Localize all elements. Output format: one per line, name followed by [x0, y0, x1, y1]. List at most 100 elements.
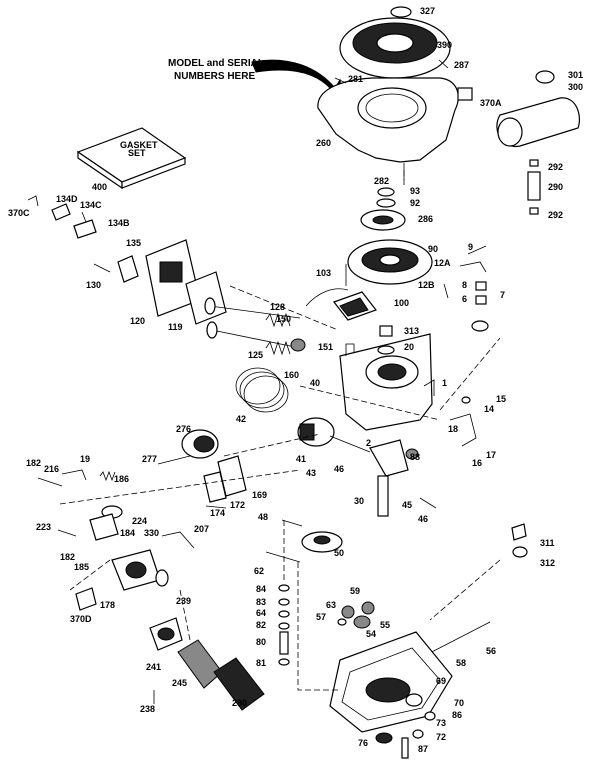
part-134D — [51, 203, 71, 221]
part-label: 90 — [428, 244, 438, 254]
part-label: 150 — [276, 314, 291, 324]
crankshaft — [369, 439, 437, 517]
part-label: 330 — [144, 528, 159, 538]
part-label: 182 — [26, 458, 41, 468]
crank-shaft-lower — [377, 475, 389, 517]
part-label: 41 — [296, 454, 306, 464]
air-cleaner-adapter — [157, 429, 247, 509]
oil-pump-group — [337, 601, 491, 664]
connecting-rod — [329, 435, 371, 453]
part-labels: 327 390 287 281 260 370A 301 300 292 290… — [8, 6, 583, 754]
part-label: 72 — [436, 732, 446, 742]
part-label: 93 — [410, 186, 420, 196]
plug-73 — [424, 711, 436, 721]
filter-cover-280 — [213, 657, 265, 711]
ignition-module — [305, 288, 377, 321]
flywheel-nut — [377, 187, 395, 197]
flywheel-washer — [376, 198, 396, 208]
part-label: 12B — [418, 280, 435, 290]
part-label: 84 — [256, 584, 266, 594]
part-label: 19 — [80, 454, 90, 464]
part-label: 88 — [410, 452, 420, 462]
bolt-87 — [401, 737, 409, 759]
washer-81 — [278, 658, 290, 666]
screw-182 — [37, 477, 63, 487]
part-label: 2 — [366, 438, 371, 448]
plug-72 — [412, 729, 424, 739]
part-label: 69 — [436, 676, 446, 686]
flywheel-assembly — [345, 187, 433, 286]
part-label: 64 — [256, 608, 266, 618]
note-line-2: NUMBERS HERE — [174, 71, 255, 82]
blower-housing — [317, 77, 473, 180]
part-134C — [81, 211, 87, 223]
part-label: 63 — [326, 600, 336, 610]
guide-piston-block — [299, 385, 441, 421]
part-label: 290 — [548, 182, 563, 192]
part-label: 83 — [256, 597, 266, 607]
crankcase-base — [329, 631, 453, 759]
model-serial-note: MODEL and SERIAL NUMBERS HERE — [168, 58, 343, 99]
part-label: 370A — [480, 98, 502, 108]
carburetor-throat — [125, 561, 147, 579]
washer-57 — [337, 618, 347, 626]
part-313 — [379, 325, 393, 337]
gasket-set-text-1: GASKET — [120, 140, 158, 150]
washer-6 — [475, 295, 487, 305]
lever-12A — [459, 261, 487, 273]
part-label: 6 — [462, 294, 467, 304]
gasket-172 — [203, 471, 227, 503]
dashed-guide-lines — [59, 170, 501, 691]
part-label: 20 — [404, 342, 414, 352]
part-label: 160 — [284, 370, 299, 380]
part-label: 185 — [74, 562, 89, 572]
crank-gear — [405, 448, 419, 460]
part-label: 134D — [56, 194, 78, 204]
retainer-151 — [290, 338, 306, 352]
part-label: 56 — [486, 646, 496, 656]
part-label: 100 — [394, 298, 409, 308]
part-label: 45 — [402, 500, 412, 510]
filter-base-hole — [157, 627, 175, 641]
bolt-46 — [419, 497, 437, 509]
muffler-end — [497, 117, 523, 147]
starter-cup-center — [372, 215, 394, 225]
primer-312 — [512, 546, 528, 558]
part-label: 7 — [500, 290, 505, 300]
part-label: 15 — [496, 394, 506, 404]
piston-ring-2 — [239, 371, 285, 409]
spring-150-upper — [265, 312, 291, 328]
bracket-370D — [75, 587, 97, 611]
adapter-276-inner — [193, 435, 215, 453]
part-label: 12A — [434, 258, 451, 268]
part-label: 241 — [146, 662, 161, 672]
part-label: 207 — [194, 524, 209, 534]
part-label: 86 — [452, 710, 462, 720]
part-label: 119 — [168, 322, 183, 332]
primer-group — [511, 523, 528, 558]
part-label: 280 — [232, 698, 247, 708]
link-12B — [443, 283, 449, 299]
part-label: 390 — [437, 40, 452, 50]
part-label: 14 — [484, 404, 494, 414]
flywheel-hub — [379, 254, 401, 266]
part-label: 48 — [258, 512, 268, 522]
seal-239 — [155, 569, 169, 587]
part-label: 370C — [8, 208, 30, 218]
part-label: 400 — [92, 182, 107, 192]
breather-window — [159, 261, 183, 283]
washer-76 — [375, 732, 393, 744]
part-label: 130 — [86, 280, 101, 290]
link-370C — [27, 195, 39, 207]
piston-ring-3 — [243, 375, 289, 413]
part-label: 135 — [126, 238, 141, 248]
crankcase-base-center — [365, 677, 411, 703]
part-label: 103 — [316, 268, 331, 278]
cylinder-bore-inner — [377, 363, 407, 381]
part-label: 292 — [548, 210, 563, 220]
part-label: 134B — [108, 218, 130, 228]
part-label: 46 — [418, 514, 428, 524]
guide-adapter-piston — [223, 433, 321, 457]
part-label: 92 — [410, 198, 420, 208]
part-label: 55 — [380, 620, 390, 630]
